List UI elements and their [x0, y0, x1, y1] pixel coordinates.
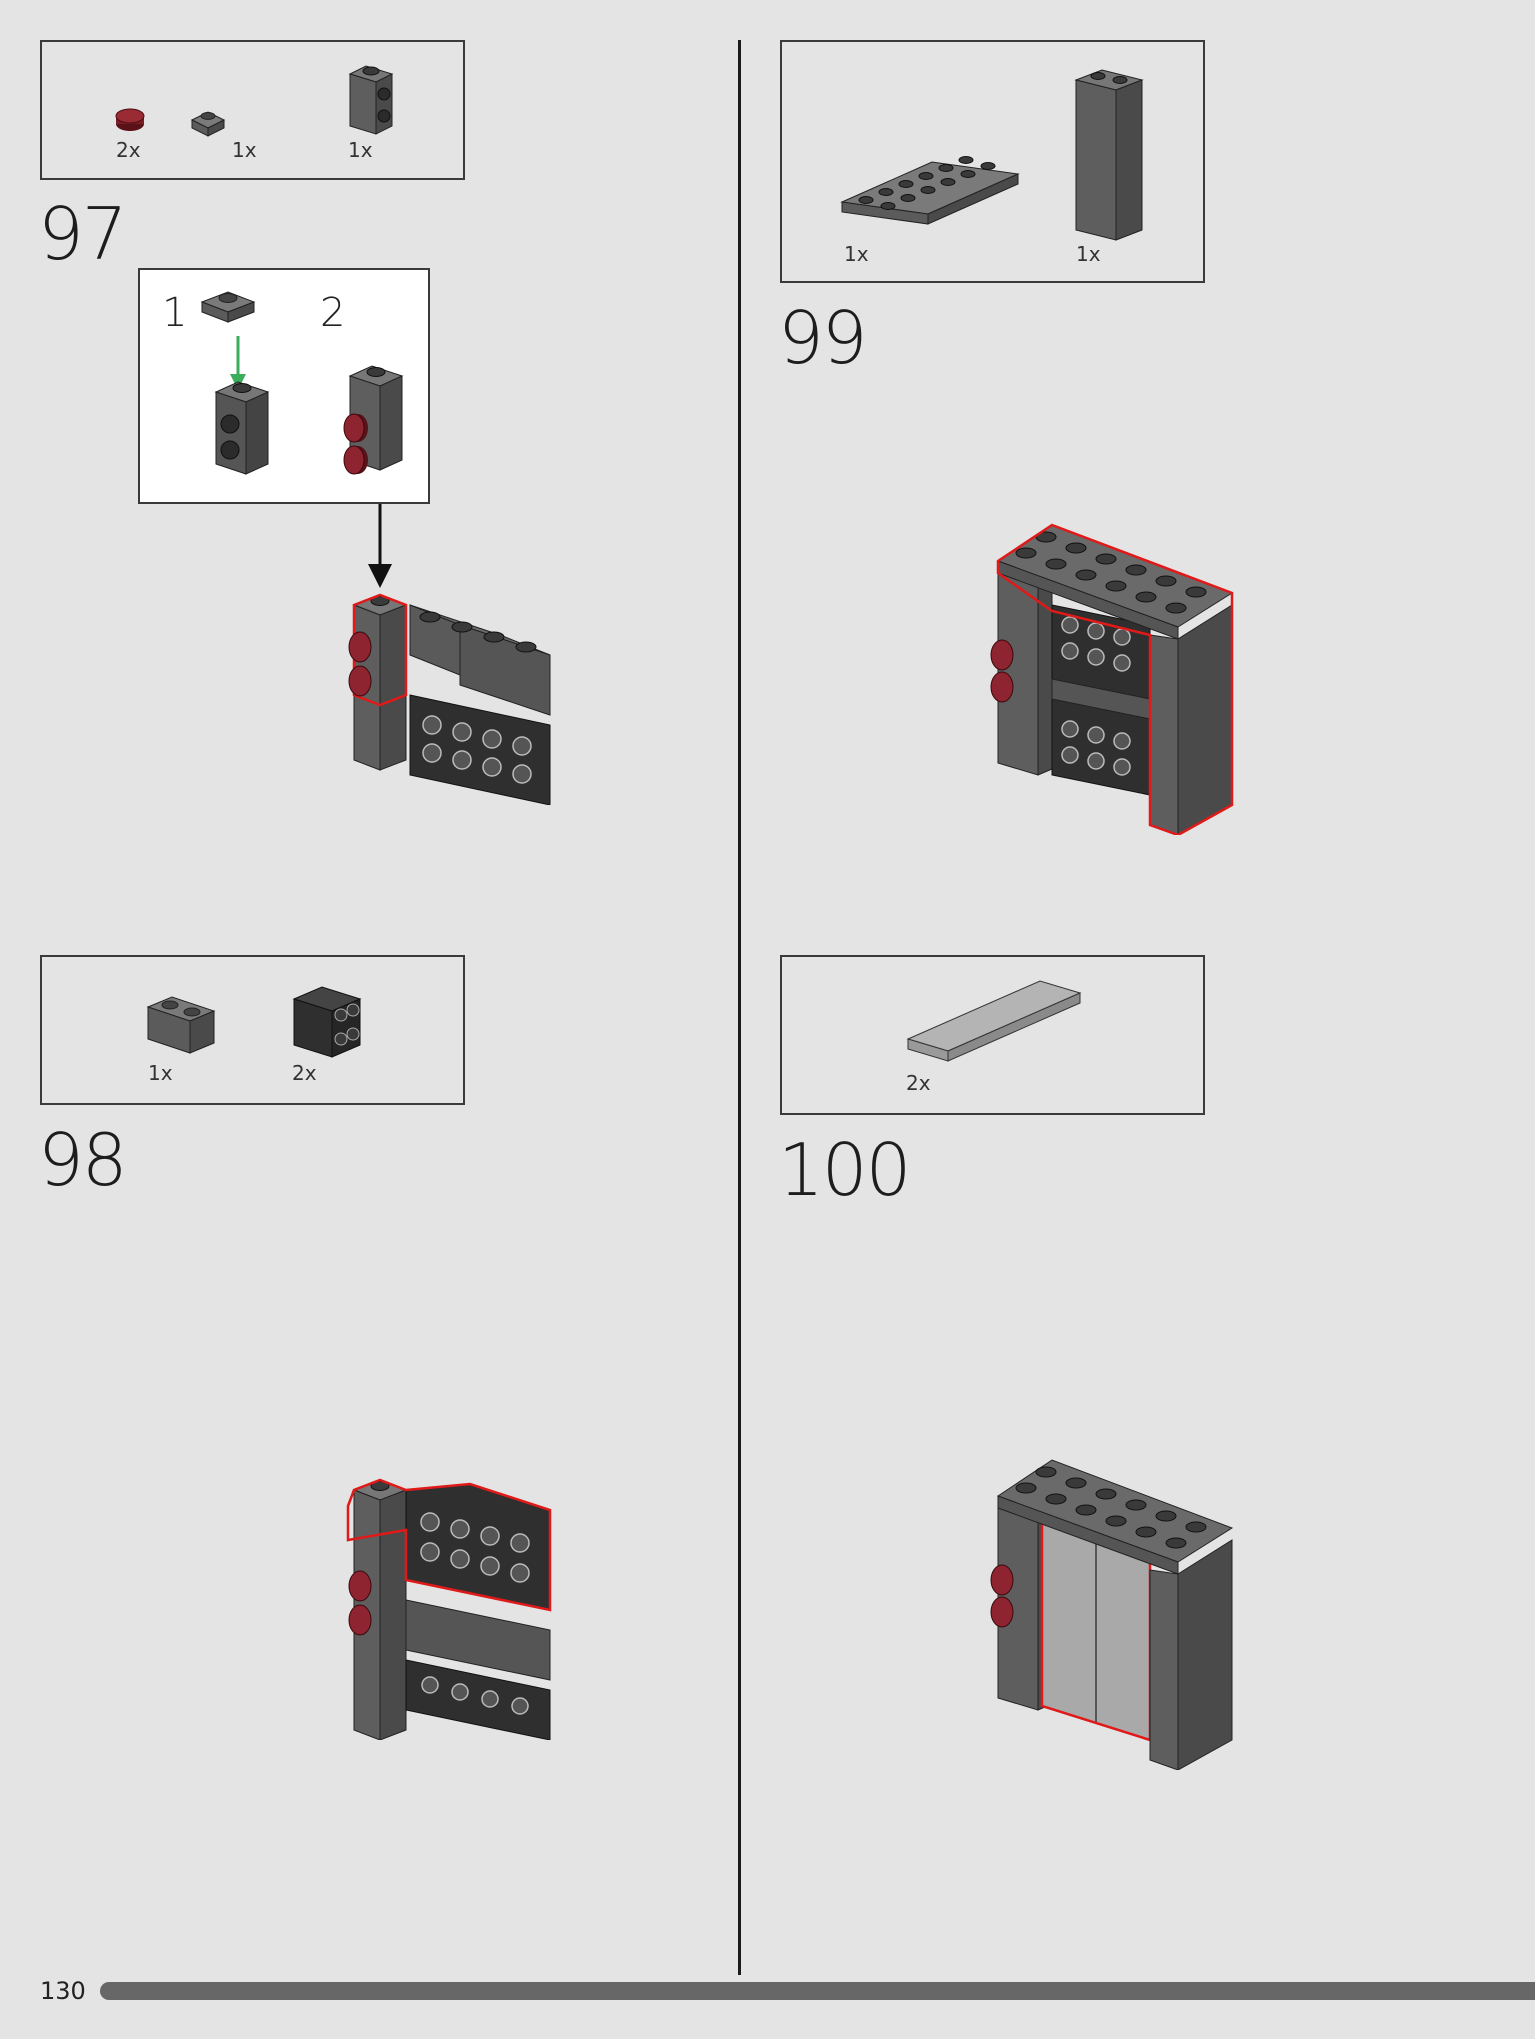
brick-with-red-round-plates-icon: [343, 365, 404, 475]
plate-1x1-dark-gray-icon: [200, 291, 256, 323]
brick-2x2-studs-on-side-black-icon: [292, 986, 362, 1058]
parts-box-step-97: 2x 1x 1x: [40, 40, 465, 180]
part-qty: 1x: [148, 1061, 173, 1085]
part-qty: 1x: [348, 138, 373, 162]
plate-1x1-dark-gray-icon: [190, 111, 226, 137]
substep-box: 1 2: [138, 268, 430, 504]
part-qty: 1x: [844, 242, 869, 266]
part-qty: 1x: [232, 138, 257, 162]
plate-2x6-dark-gray-icon: [840, 156, 1020, 225]
brick-1x1x5-dark-gray-icon: [1074, 69, 1144, 241]
part-qty: 2x: [906, 1071, 931, 1095]
parts-box-step-100: 2x: [780, 955, 1205, 1115]
brick-1x2-dark-gray-icon: [146, 996, 216, 1054]
step-number: 99: [778, 296, 868, 380]
page-number: 130: [40, 1977, 86, 2005]
model-step-98: [346, 1478, 552, 1740]
model-step-100: [990, 1459, 1234, 1770]
model-step-99: [990, 523, 1234, 835]
part-qty: 1x: [1076, 242, 1101, 266]
step-number: 100: [778, 1128, 911, 1212]
brick-1x1x2-studs-on-side-icon: [348, 65, 394, 135]
part-qty: 2x: [116, 138, 141, 162]
parts-box-step-98: 1x 2x: [40, 955, 465, 1105]
page-divider: [738, 40, 741, 1975]
substep-number: 1: [162, 290, 188, 336]
step-number: 98: [38, 1118, 128, 1202]
round-plate-1x1-dark-red-icon: [115, 108, 145, 131]
parts-box-step-99: 1x 1x: [780, 40, 1205, 283]
substep-number: 2: [320, 290, 346, 336]
tile-2x6-light-gray-icon: [906, 980, 1082, 1062]
arrow-down-icon: [368, 504, 392, 588]
model-step-97: [348, 593, 551, 805]
step-number: 97: [38, 192, 128, 276]
brick-1x1x2-studs-on-side-icon: [214, 381, 270, 475]
progress-bar: [100, 1982, 1535, 2000]
part-qty: 2x: [292, 1061, 317, 1085]
